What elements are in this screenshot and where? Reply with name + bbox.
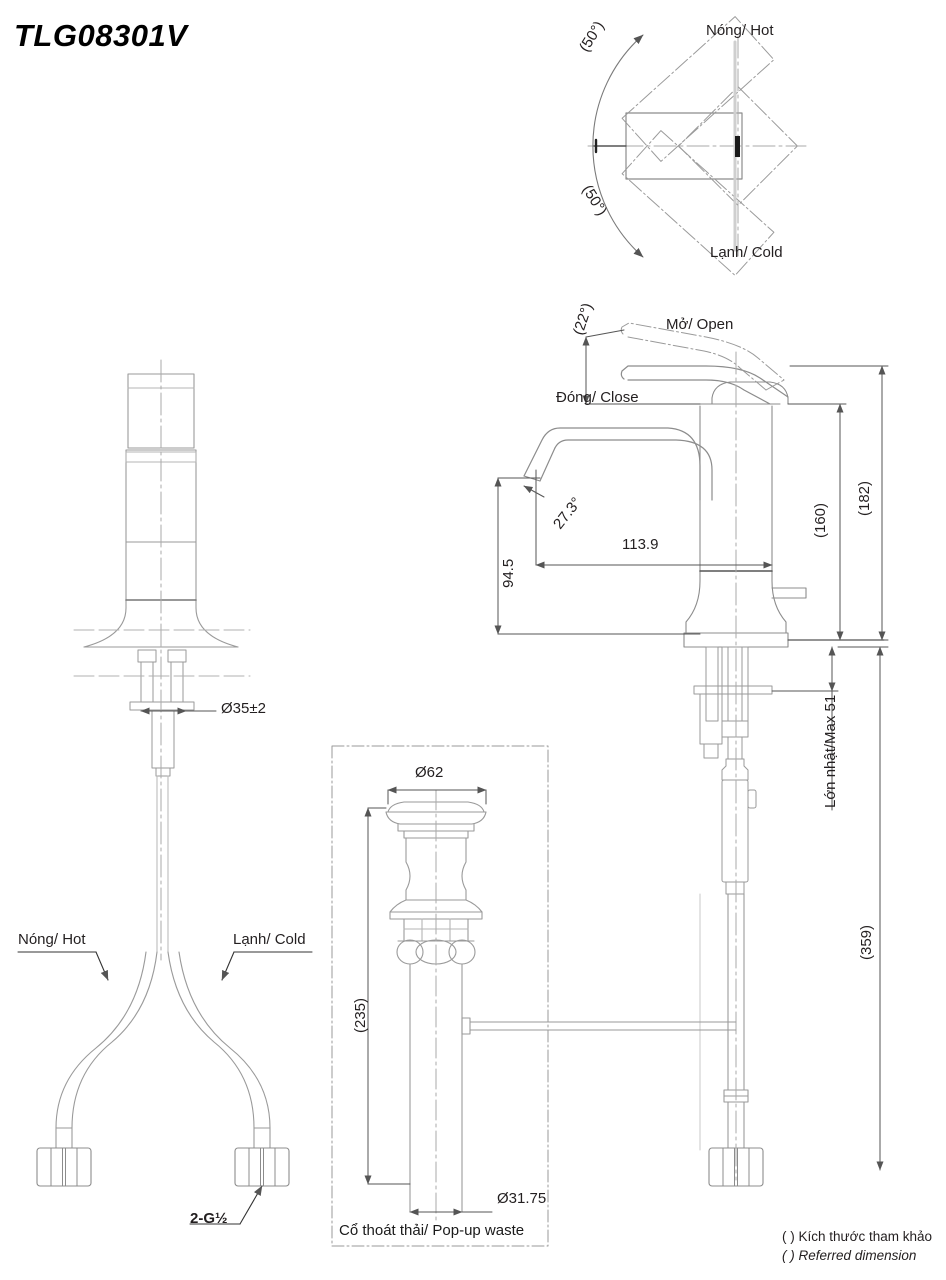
front-view-shank-diameter: Ø35±2 — [221, 700, 266, 717]
side-view-close-label: Đóng/ Close — [556, 389, 639, 406]
side-view-dimensions — [494, 329, 889, 1171]
front-elevation-group — [36, 359, 290, 1187]
footnote-line-2: ( ) Referred dimension — [782, 1248, 917, 1264]
side-view-spout-height: 94.5 — [500, 558, 517, 588]
side-view-open-label: Mở/ Open — [666, 316, 734, 333]
front-view-hot-label: Nóng/ Hot — [18, 931, 86, 948]
side-view-spout-reach: 113.9 — [622, 536, 659, 553]
footnote: ( ) Kích thước tham khảo ( ) Referred di… — [782, 1227, 932, 1266]
side-view-height-160: (160) — [812, 502, 829, 538]
side-view-depth-359: (359) — [858, 924, 875, 960]
side-view-max-deck: Lớn nhật/Max 51 — [822, 694, 839, 808]
popup-tailpiece-diameter: Ø31.75 — [497, 1190, 547, 1207]
footnote-line-1: ( ) Kích thước tham khảo — [782, 1228, 932, 1244]
popup-flange-diameter: Ø62 — [415, 764, 444, 781]
popup-waste-detail-group — [331, 745, 737, 1247]
popup-total-length: (235) — [352, 997, 369, 1033]
top-view-hot-label: Nóng/ Hot — [706, 22, 774, 39]
front-view-supply-thread: 2-G½ — [190, 1210, 228, 1227]
top-view-cold-label: Lạnh/ Cold — [710, 244, 783, 261]
side-elevation-group — [523, 322, 885, 1187]
front-view-cold-label: Lạnh/ Cold — [233, 931, 306, 948]
popup-detail-dimensions — [364, 786, 493, 1216]
page-title: TLG08301V — [14, 18, 188, 53]
popup-detail-caption: Cổ thoát thải/ Pop-up waste — [339, 1222, 525, 1239]
side-view-height-182: (182) — [856, 480, 873, 516]
top-view-group — [587, 16, 807, 276]
